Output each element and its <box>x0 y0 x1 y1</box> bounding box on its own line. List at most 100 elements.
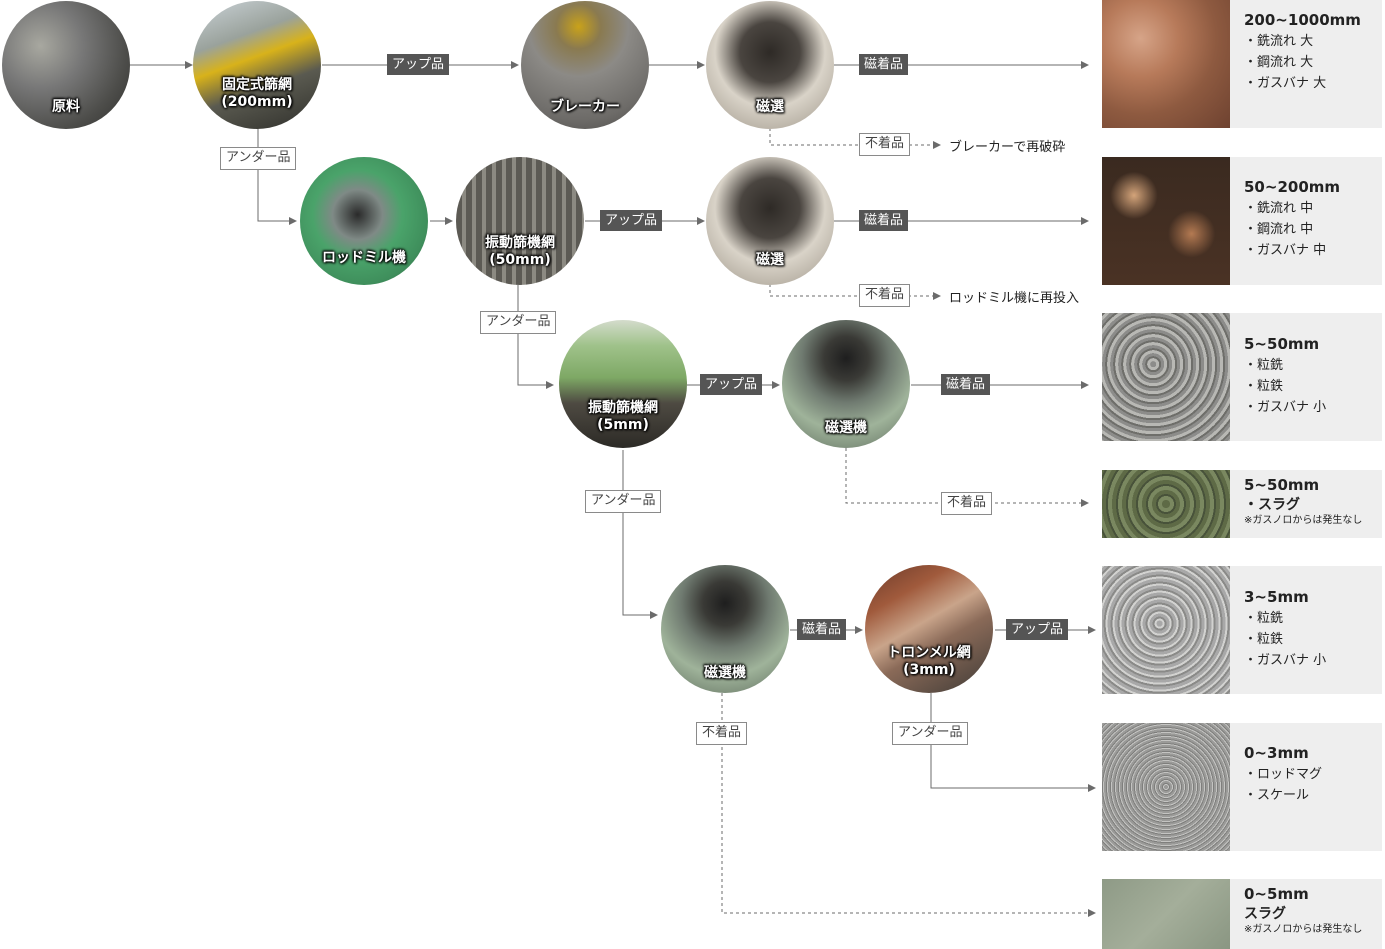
product-desc-3: 5~50mm ・粒銑 ・粒鉄 ・ガスバナ 小 <box>1230 313 1382 441</box>
tag-under-fixed: アンダー品 <box>220 147 297 170</box>
product-item: スラグ <box>1244 906 1286 922</box>
product-desc-2: 50~200mm ・銑流れ 中 ・鋼流れ 中 ・ガスバナ 中 <box>1230 157 1382 285</box>
product-item: ・ロッドマグ <box>1244 767 1323 782</box>
product-items: ・銑流れ 中 ・鋼流れ 中 ・ガスバナ 中 <box>1244 198 1382 261</box>
product-image-3 <box>1102 313 1230 441</box>
product-items: スラグ <box>1244 905 1382 923</box>
node-magnetic-separator-2: 磁選機 <box>661 565 789 693</box>
tag-under-vib50: アンダー品 <box>480 311 557 334</box>
product-item: ・スケール <box>1244 788 1310 803</box>
node-label: 磁選 <box>756 252 784 268</box>
node-label-line1: トロンメル網 <box>887 645 971 661</box>
node-breaker: ブレーカー <box>521 1 649 129</box>
tag-magnetic-2: 磁着品 <box>859 210 909 231</box>
dash-magsepm1-nonmag <box>845 448 1089 507</box>
node-trommel-screen: トロンメル網 (3mm) <box>865 565 993 693</box>
tag-under-trommel: アンダー品 <box>892 722 969 745</box>
product-footnote: ※ガスノロからは発生なし <box>1244 515 1363 526</box>
node-label-line2: (5mm) <box>597 417 649 433</box>
product-size: 200~1000mm <box>1244 11 1361 29</box>
node-magnetic-separator-1: 磁選機 <box>782 320 910 448</box>
node-label: 磁選 <box>756 99 784 115</box>
tag-nonmagnetic-3: 不着品 <box>941 492 993 515</box>
node-label-line2: (200mm) <box>221 94 293 110</box>
node-label: トロンメル網 (3mm) <box>865 645 993 679</box>
node-label-line2: (3mm) <box>903 662 955 678</box>
node-magnetic-separation-2: 磁選 <box>706 157 834 285</box>
note-reload-rodmill: ロッドミル機に再投入 <box>949 291 1080 306</box>
tag-magnetic-4: 磁着品 <box>797 619 847 640</box>
product-desc-5: 3~5mm ・粒銑 ・粒鉄 ・ガスバナ 小 <box>1230 566 1382 694</box>
tag-under-vib5: アンダー品 <box>585 490 662 513</box>
product-item: ・銑流れ 中 <box>1244 201 1314 216</box>
node-label: 固定式篩網 (200mm) <box>193 77 321 111</box>
product-size: 5~50mm <box>1244 476 1320 494</box>
product-size: 5~50mm <box>1244 335 1320 353</box>
product-image-1 <box>1102 0 1230 128</box>
product-image-2 <box>1102 157 1230 285</box>
arrow-vib50-under-to-vib5 <box>517 285 554 389</box>
node-label: ロッドミル機 <box>322 250 406 266</box>
tag-nonmagnetic-2: 不着品 <box>859 284 911 307</box>
node-vibrating-screen-5: 振動篩機網 (5mm) <box>559 320 687 448</box>
tag-up-fixed: アップ品 <box>387 54 450 75</box>
product-size: 3~5mm <box>1244 588 1309 606</box>
product-footnote: ※ガスノロからは発生なし <box>1244 924 1363 935</box>
tag-nonmagnetic-4: 不着品 <box>696 722 748 745</box>
node-label: 振動篩機網 (5mm) <box>559 400 687 434</box>
tag-up-vib50: アップ品 <box>600 210 663 231</box>
product-desc-1: 200~1000mm ・銑流れ 大 ・鋼流れ 大 ・ガスバナ 大 <box>1230 0 1382 128</box>
product-image-7 <box>1102 879 1230 949</box>
product-image-6 <box>1102 723 1230 851</box>
product-item: ・粒銑 <box>1244 358 1284 373</box>
product-item: ・粒鉄 <box>1244 379 1284 394</box>
product-item: ・鋼流れ 中 <box>1244 222 1314 237</box>
product-desc-7: 0~5mm スラグ ※ガスノロからは発生なし <box>1230 879 1382 949</box>
product-item: ・ガスバナ 小 <box>1244 400 1327 415</box>
node-fixed-screen: 固定式篩網 (200mm) <box>193 1 321 129</box>
node-label: 磁選機 <box>825 420 867 436</box>
tag-magnetic-3: 磁着品 <box>941 374 991 395</box>
node-label: 磁選機 <box>704 665 746 681</box>
tag-magnetic-1: 磁着品 <box>859 54 909 75</box>
node-label-line1: 振動篩機網 <box>485 235 555 251</box>
node-vibrating-screen-50: 振動篩機網 (50mm) <box>456 157 584 285</box>
product-item: ・銑流れ 大 <box>1244 34 1314 49</box>
product-size: 50~200mm <box>1244 178 1341 196</box>
node-magnetic-separation-1: 磁選 <box>706 1 834 129</box>
tag-up-trommel: アップ品 <box>1006 619 1069 640</box>
node-label-line2: (50mm) <box>489 252 551 268</box>
arrow-vib5-under-to-magsepm2 <box>622 450 658 619</box>
product-desc-6: 0~3mm ・ロッドマグ ・スケール <box>1230 723 1382 851</box>
product-item: ・鋼流れ 大 <box>1244 55 1314 70</box>
product-image-5 <box>1102 566 1230 694</box>
product-item: ・ガスバナ 小 <box>1244 653 1327 668</box>
product-items: ・銑流れ 大 ・鋼流れ 大 ・ガスバナ 大 <box>1244 31 1382 94</box>
tag-nonmagnetic-1: 不着品 <box>859 133 911 156</box>
product-item: ・スラグ <box>1244 497 1300 513</box>
dash-magsep1-nonmag <box>769 128 941 149</box>
node-rod-mill: ロッドミル機 <box>300 157 428 285</box>
node-label: ブレーカー <box>550 99 620 115</box>
product-size: 0~5mm <box>1244 885 1309 903</box>
product-item: ・粒銑 <box>1244 611 1284 626</box>
note-rebreak: ブレーカーで再破砕 <box>949 140 1066 155</box>
node-raw-material: 原料 <box>2 1 130 129</box>
dash-magsepm2-nonmag <box>721 693 1096 917</box>
node-label: 振動篩機網 (50mm) <box>456 235 584 269</box>
dash-magsep2-nonmag <box>769 284 941 300</box>
product-item: ・ガスバナ 大 <box>1244 76 1327 91</box>
product-items: ・粒銑 ・粒鉄 ・ガスバナ 小 <box>1244 355 1382 418</box>
product-item: ・粒鉄 <box>1244 632 1284 647</box>
product-items: ・粒銑 ・粒鉄 ・ガスバナ 小 <box>1244 608 1382 671</box>
product-items: ・スラグ <box>1244 496 1382 514</box>
product-image-4 <box>1102 470 1230 538</box>
product-size: 0~3mm <box>1244 744 1309 762</box>
tag-up-vib5: アップ品 <box>700 374 763 395</box>
product-items: ・ロッドマグ ・スケール <box>1244 764 1382 806</box>
node-label-line1: 振動篩機網 <box>588 400 658 416</box>
product-item: ・ガスバナ 中 <box>1244 243 1327 258</box>
node-label: 原料 <box>52 99 80 115</box>
node-label-line1: 固定式篩網 <box>222 77 292 93</box>
product-desc-4: 5~50mm ・スラグ ※ガスノロからは発生なし <box>1230 470 1382 538</box>
